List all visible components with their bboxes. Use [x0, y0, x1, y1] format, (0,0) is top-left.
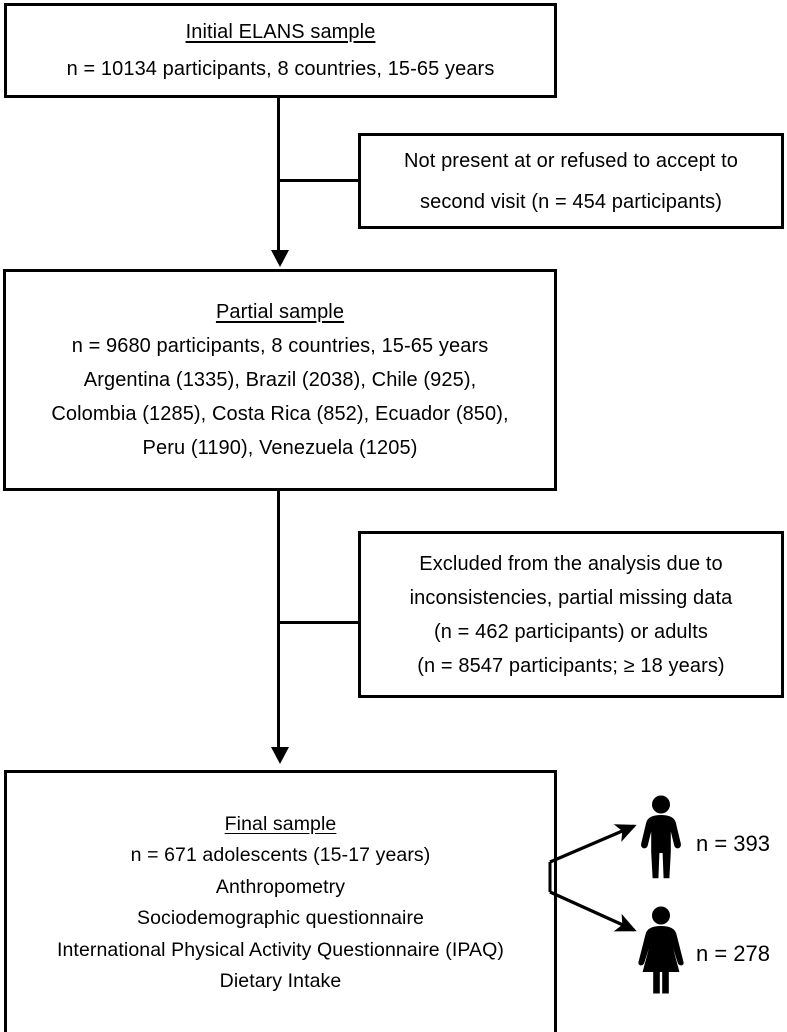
- male-count-label: n = 393: [696, 831, 771, 856]
- fork-arrows-to-sex-groups: [548, 824, 637, 932]
- exclusion-2-line-4: (n = 8547 participants; ≥ 18 years): [417, 654, 725, 677]
- connector-initial-to-partial: [277, 98, 280, 253]
- final-sample-line-2: Anthropometry: [215, 875, 346, 898]
- initial-sample-box: Initial ELANS sample n = 10134 participa…: [4, 3, 557, 98]
- final-sample-box: Final sample n = 671 adolescents (15-17 …: [4, 770, 557, 1032]
- final-sample-line-3: Sociodemographic questionnaire: [136, 907, 425, 929]
- initial-sample-title: Initial ELANS sample: [185, 21, 376, 43]
- male-figure-icon: [641, 795, 681, 879]
- exclusion-1-line-1: Not present at or refused to accept to: [404, 149, 738, 172]
- final-sample-line-1: n = 671 adolescents (15-17 years): [130, 844, 431, 866]
- connector-partial-to-final: [277, 491, 280, 749]
- exclusion-2-line-3: (n = 462 participants) or adults: [434, 620, 708, 643]
- arrowhead-down-icon: [271, 747, 289, 764]
- partial-sample-line-2: Argentina (1335), Brazil (2038), Chile (…: [83, 369, 477, 391]
- partial-sample-title: Partial sample: [215, 301, 345, 323]
- exclusion-analysis-box: Excluded from the analysis due to incons…: [358, 531, 784, 698]
- arrowhead-down-icon: [271, 250, 289, 267]
- initial-sample-line-1: n = 10134 participants, 8 countries, 15-…: [66, 58, 495, 80]
- partial-sample-line-4: Peru (1190), Venezuela (1205): [142, 437, 418, 459]
- exclusion-2-line-1: Excluded from the analysis due to: [419, 552, 723, 575]
- connector-branch-exclusion-1: [277, 179, 361, 182]
- female-count-label: n = 278: [696, 941, 771, 966]
- final-sample-title: Final sample: [224, 812, 337, 835]
- final-sample-line-5: Dietary Intake: [219, 970, 342, 992]
- female-figure-icon: [638, 906, 684, 994]
- exclusion-second-visit-box: Not present at or refused to accept to s…: [358, 133, 784, 229]
- exclusion-1-line-2: second visit (n = 454 participants): [420, 190, 722, 213]
- partial-sample-line-3: Colombia (1285), Costa Rica (852), Ecuad…: [51, 403, 509, 425]
- partial-sample-line-1: n = 9680 participants, 8 countries, 15-6…: [71, 335, 489, 357]
- exclusion-2-line-2: inconsistencies, partial missing data: [409, 586, 733, 609]
- connector-branch-exclusion-2: [277, 621, 361, 624]
- partial-sample-box: Partial sample n = 9680 participants, 8 …: [3, 269, 557, 491]
- final-sample-line-4: International Physical Activity Question…: [56, 938, 505, 961]
